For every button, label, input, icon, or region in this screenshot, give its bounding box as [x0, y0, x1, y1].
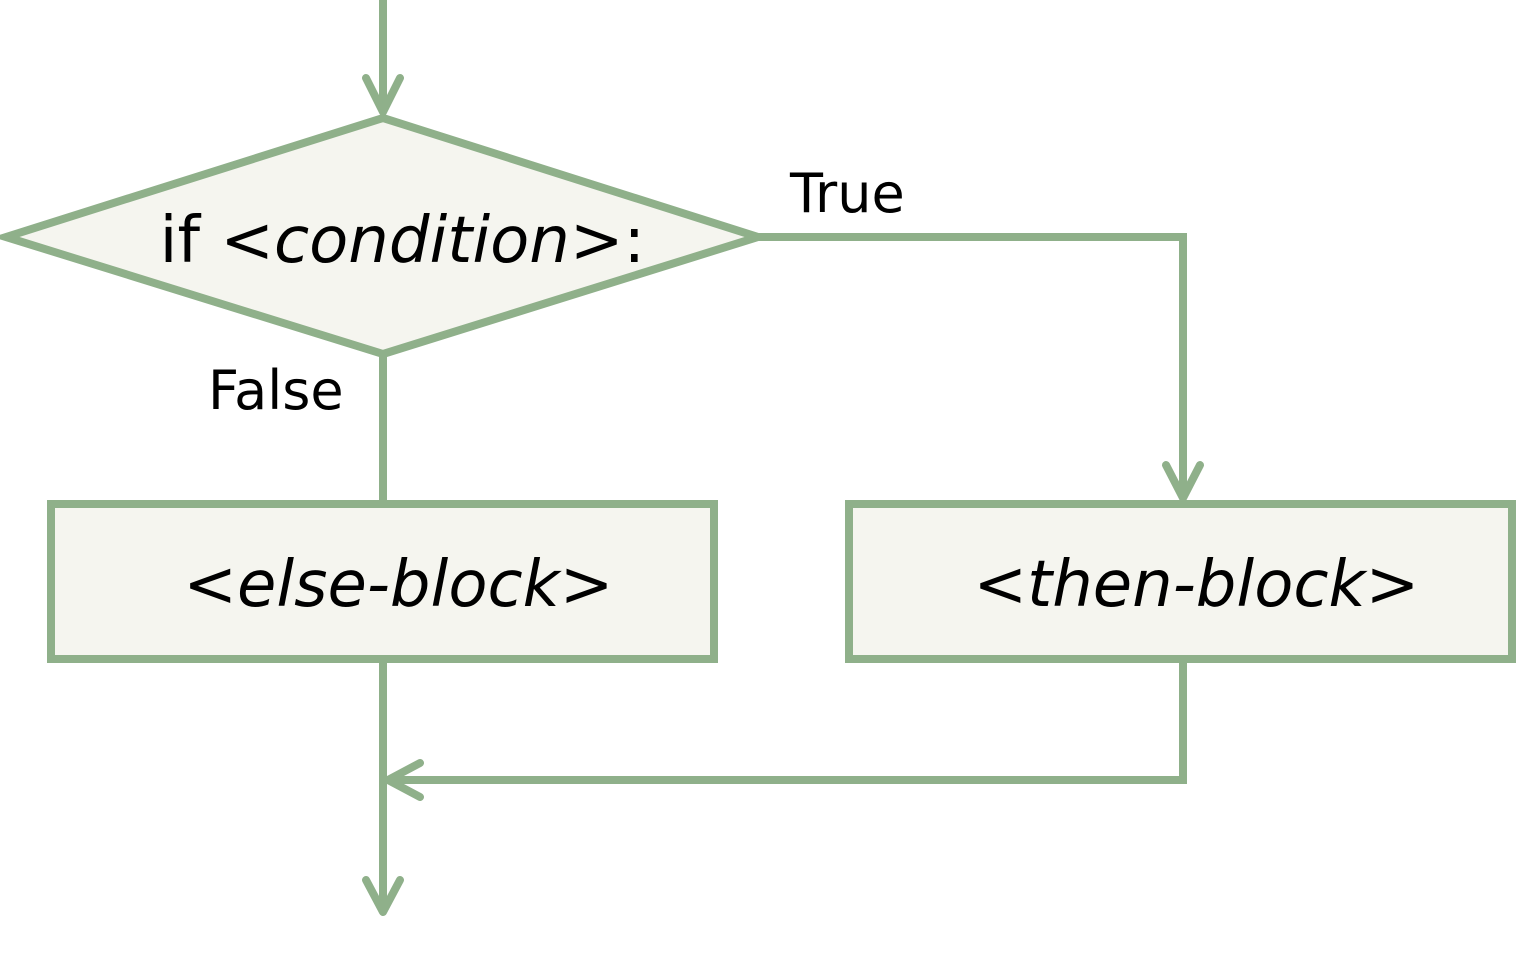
else-block-close: >: [560, 548, 614, 622]
else-block-name: else-block: [237, 548, 563, 622]
true-branch-arrow: [758, 233, 1204, 502]
decision-condition: condition: [274, 204, 570, 278]
then-block-name: then-block: [1027, 548, 1368, 622]
decision-open: <: [220, 204, 274, 278]
then-block-close: >: [1366, 548, 1420, 622]
else-block-label: <else-block>: [82, 548, 675, 622]
false-label: False: [208, 359, 344, 422]
merge-arrow: [384, 659, 1187, 801]
decision-prefix: if: [160, 204, 221, 278]
entry-arrow: [362, 0, 404, 116]
decision-label: if <condition>:: [58, 204, 706, 278]
true-label: True: [789, 162, 905, 225]
else-block-open: <: [183, 548, 237, 622]
decision-close: >:: [570, 204, 645, 278]
exit-arrow: [362, 659, 404, 916]
then-block-open: <: [973, 548, 1027, 622]
else-block-box: [47, 500, 718, 663]
then-block-label: <then-block>: [872, 548, 1481, 622]
